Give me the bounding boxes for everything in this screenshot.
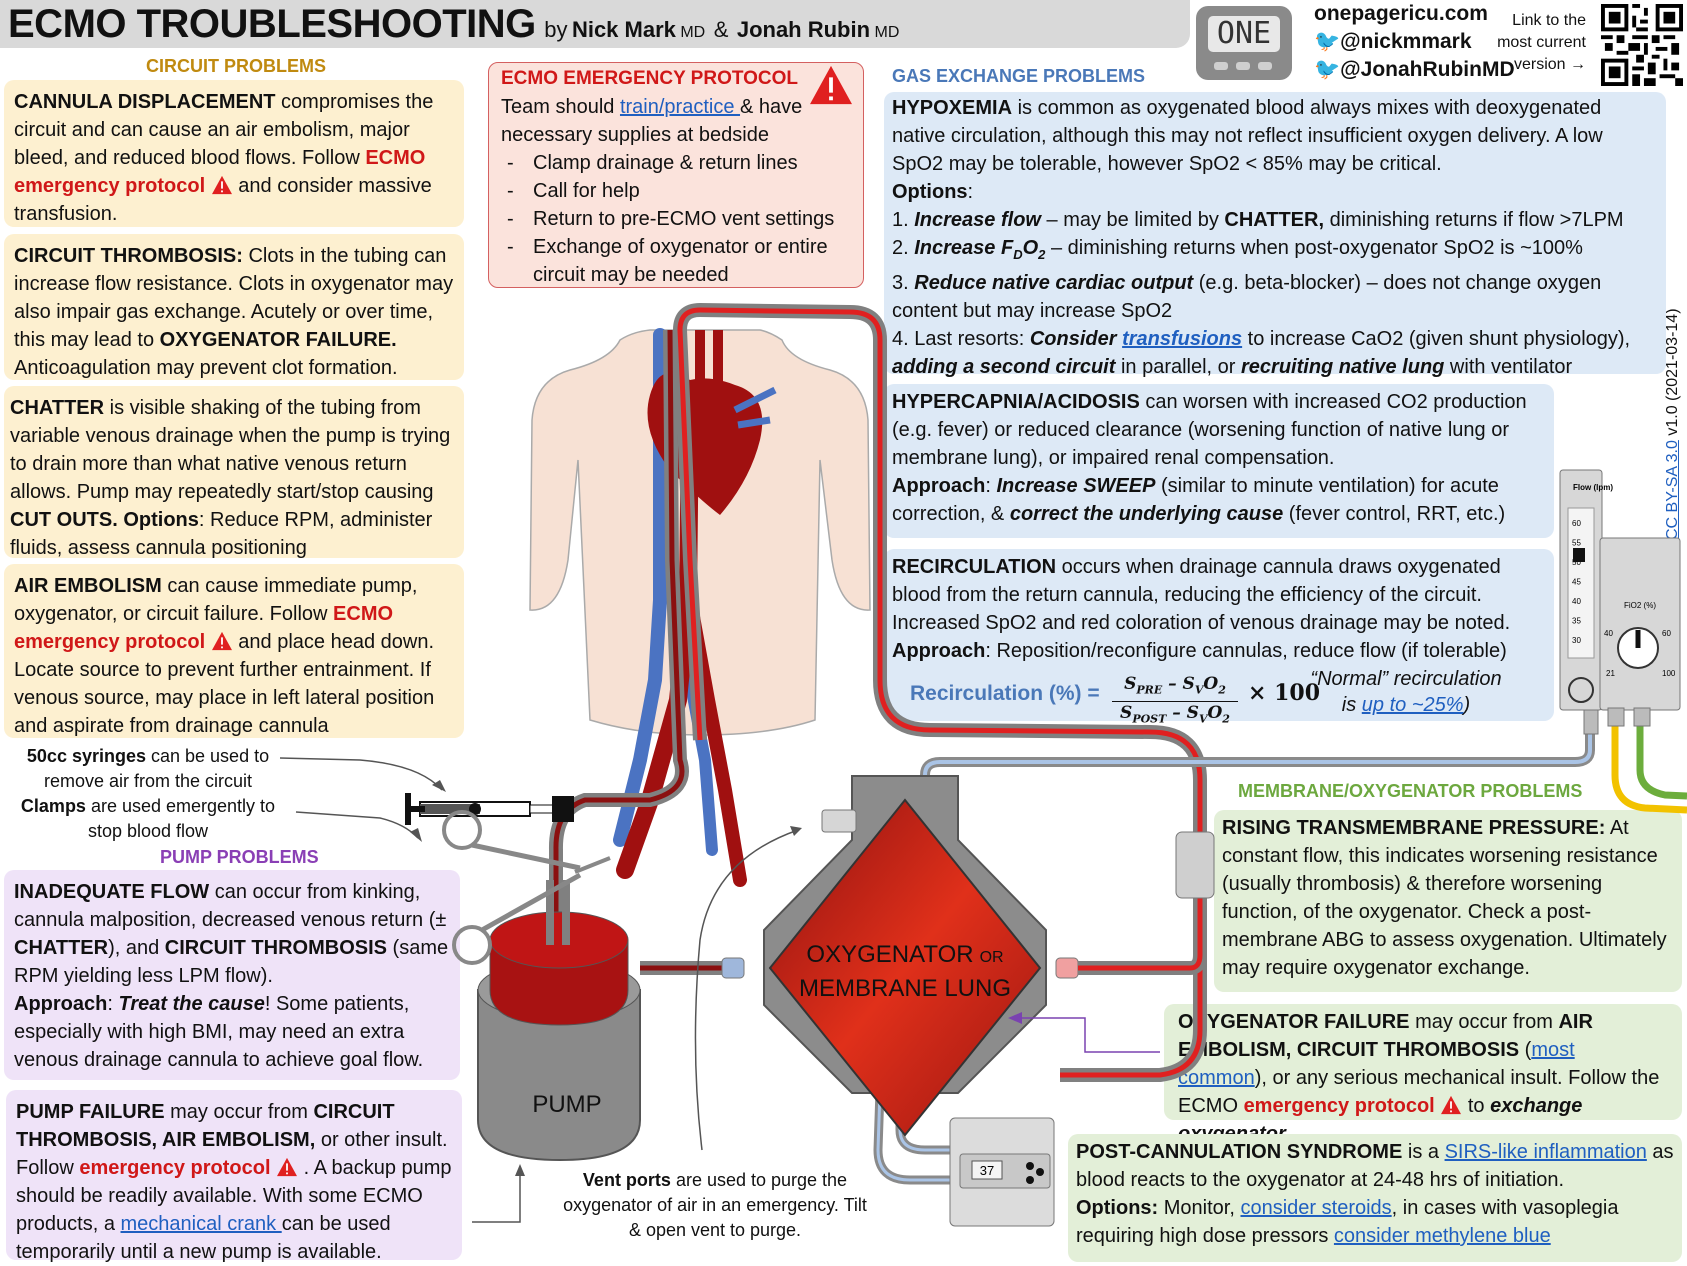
- syringe-arrow: [279, 757, 443, 791]
- recirculation-card: RECIRCULATION occurs when drainage cannu…: [884, 549, 1554, 721]
- twitter-handle-1[interactable]: 🐦@nickmmark: [1314, 30, 1472, 53]
- emergency-protocol-card: ECMO EMERGENCY PROTOCOL Team should trai…: [488, 62, 864, 288]
- syringe-note: 50cc syringes can be used to remove air …: [20, 746, 276, 841]
- logo-screen: ONE: [1208, 16, 1280, 52]
- svg-text:100: 100: [1662, 669, 1676, 678]
- logo-buttons: [1214, 62, 1274, 70]
- heater-cooler-unit: 37: [949, 1117, 1055, 1227]
- up-to-25-link[interactable]: up to ~25%: [1361, 694, 1464, 716]
- mechanical-crank-link[interactable]: mechanical crank: [120, 1213, 282, 1235]
- hypercapnia-card: HYPERCAPNIA/ACIDOSIS can worsen with inc…: [884, 384, 1554, 538]
- flow-tick-label: 55: [1572, 539, 1581, 548]
- flow-tick-label: 60: [1572, 519, 1581, 528]
- fio2-title: FiO2 (%): [1624, 601, 1656, 610]
- flow-tick-label: 50: [1572, 558, 1581, 567]
- membrane-lung-label: MEMBRANE LUNG: [799, 975, 1011, 1002]
- svg-text:21: 21: [1606, 669, 1615, 678]
- oxygenator-membrane: [768, 798, 1042, 1137]
- site-link[interactable]: onepagericu.com: [1314, 2, 1488, 25]
- transfusions-link[interactable]: transfusions: [1122, 328, 1243, 350]
- flow-title: Flow (lpm): [1573, 483, 1613, 492]
- pump-label: PUMP: [532, 1091, 601, 1118]
- header-bar: [0, 0, 1190, 48]
- qr-code-icon[interactable]: [1601, 4, 1683, 86]
- warning-icon: [810, 65, 852, 105]
- post-cannulation-card: POST-CANNULATION SYNDROME is a SIRS-like…: [1068, 1134, 1682, 1262]
- crank-arrow: [472, 1168, 521, 1223]
- twitter-icon: 🐦: [1314, 58, 1341, 81]
- flow-tick-label: 45: [1572, 578, 1581, 587]
- twitter-handle-2[interactable]: 🐦@JonahRubinMD: [1314, 58, 1515, 81]
- onepager-logo[interactable]: ONE: [1196, 6, 1292, 80]
- oxygenator-failure-arrow: [1012, 1017, 1160, 1053]
- circuit-thrombosis-card: CIRCUIT THROMBOSIS: Clots in the tubing …: [4, 234, 464, 380]
- svg-text:60: 60: [1662, 629, 1671, 638]
- emergency-step: Return to pre-ECMO vent settings: [501, 205, 853, 233]
- transmembrane-pressure-card: RISING TRANSMEMBRANE PRESSURE: At consta…: [1214, 810, 1682, 992]
- gas-blender: Flow (lpm) 60 55 50 45 40 35 30 FiO2 (%) 40 60…: [1559, 469, 1681, 735]
- steroids-link[interactable]: consider steroids: [1240, 1197, 1392, 1219]
- clamp-arrow: [295, 811, 419, 839]
- most-common-link[interactable]: most common: [1178, 1039, 1575, 1089]
- flow-tick-label: 40: [1572, 597, 1581, 606]
- connector-blue: [721, 957, 745, 979]
- oxygenator-failure-card: OXYGENATOR FAILURE may occur from AIR EM…: [1164, 1004, 1682, 1145]
- pressure-sensor: [1175, 831, 1215, 899]
- page-title: ECMO TROUBLESHOOTING by Nick Mark MD & J…: [8, 2, 900, 46]
- vent-ports-note: Vent ports are used to purge the oxygena…: [563, 1170, 867, 1240]
- emergency-step: Call for help: [501, 177, 853, 205]
- chatter-card: CHATTER is visible shaking of the tubing…: [4, 386, 464, 559]
- section-pump-problems: PUMP PROBLEMS: [160, 847, 319, 867]
- air-hose: [1611, 710, 1687, 814]
- warning-icon: [211, 631, 232, 651]
- warning-icon: [277, 1157, 298, 1177]
- emergency-steps-list: Clamp drainage & return lines Call for h…: [501, 149, 853, 289]
- section-circuit-problems: CIRCUIT PROBLEMS: [146, 56, 326, 76]
- vena-cava: [613, 328, 667, 847]
- heater-temperature: 37: [980, 1163, 994, 1178]
- hypoxemia-card: HYPOXEMIA is common as oxygenated blood …: [884, 92, 1666, 378]
- formula-denominator: SPOST – SVO2: [1120, 703, 1230, 726]
- warning-icon: [211, 175, 232, 195]
- syringe: [405, 793, 574, 825]
- flow-tick-label: 35: [1572, 617, 1581, 626]
- methylene-blue-link[interactable]: consider methylene blue: [1333, 1225, 1551, 1247]
- inadequate-flow-card: INADEQUATE FLOW can occur from kinking, …: [4, 870, 460, 1080]
- oxygen-hose: [1636, 710, 1687, 800]
- link-current-version[interactable]: Link to the most current version →: [1497, 12, 1586, 73]
- vent-arrow: [694, 829, 799, 1151]
- emergency-step: Clamp drainage & return lines: [501, 149, 853, 177]
- cannula-displacement-card: CANNULA DISPLACEMENT compromises the cir…: [4, 80, 464, 227]
- warning-icon: [1441, 1095, 1462, 1115]
- vent-port: [821, 809, 857, 833]
- section-membrane-problems: MEMBRANE/OXYGENATOR PROBLEMS: [1238, 781, 1583, 801]
- twitter-icon: 🐦: [1314, 30, 1341, 53]
- normal-recirculation-note: “Normal” recirculation is up to ~25%): [1310, 668, 1502, 716]
- tubing-clamp: [442, 810, 611, 965]
- air-embolism-card: AIR EMBOLISM can cause immediate pump, o…: [4, 564, 464, 738]
- pump-failure-card: PUMP FAILURE may occur from CIRCUIT THRO…: [6, 1090, 462, 1263]
- pump: PUMP: [477, 880, 641, 1162]
- connector-red: [1055, 957, 1079, 979]
- flow-tick-label: 30: [1572, 636, 1581, 645]
- patient-torso: [529, 329, 871, 736]
- svg-text:40: 40: [1604, 629, 1613, 638]
- train-practice-link-text[interactable]: train/practice: [619, 96, 741, 118]
- emergency-step: Exchange of oxygenator or entire circuit…: [501, 233, 853, 289]
- formula-numerator: SPRE – SVO2: [1124, 674, 1226, 697]
- section-gas-exchange-problems: GAS EXCHANGE PROBLEMS: [892, 66, 1146, 86]
- sirs-link[interactable]: SIRS-like inflammation: [1444, 1141, 1647, 1163]
